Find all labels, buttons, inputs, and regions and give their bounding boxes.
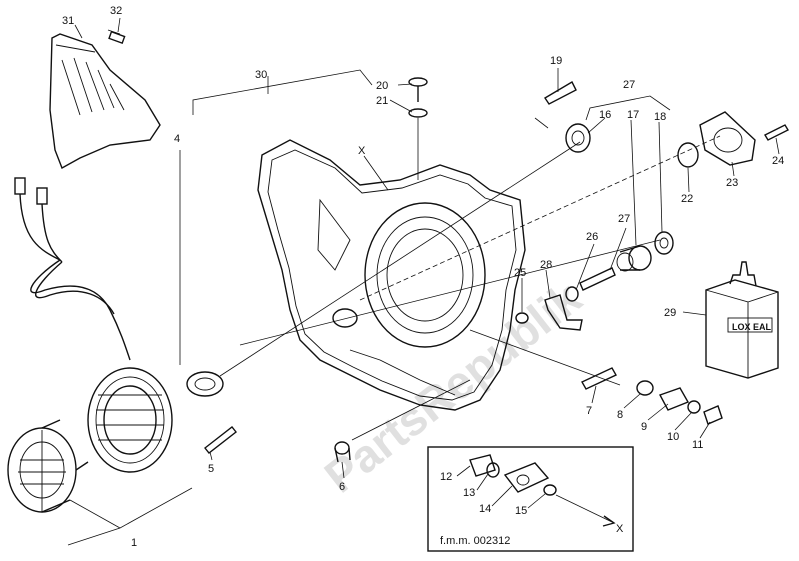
label-27-mid: 27 [618, 213, 630, 225]
part-31-cover [49, 33, 161, 170]
label-15: 15 [515, 505, 527, 517]
label-22: 22 [681, 193, 693, 205]
label-7: 7 [586, 405, 592, 417]
part-20-screw [408, 77, 428, 102]
part-18-bearing [654, 231, 674, 255]
bracket-1 [67, 487, 193, 546]
label-28: 28 [540, 259, 552, 271]
label-19: 19 [550, 55, 562, 67]
part-21-washer [408, 108, 428, 118]
label-10: 10 [667, 431, 679, 443]
label-24: 24 [772, 155, 784, 167]
part-22-oring [677, 142, 699, 168]
part-10-washer [687, 400, 701, 414]
bracket-27 [534, 95, 671, 129]
inset-box: f.m.m. 002312 X [427, 446, 634, 552]
label-13: 13 [463, 487, 475, 499]
bracket-30 [192, 69, 373, 115]
inset-arrow-label: X [616, 523, 624, 535]
label-4: 4 [174, 133, 180, 145]
part-24-screw [764, 124, 789, 141]
part-23-plate [699, 111, 756, 166]
label-32: 32 [110, 5, 122, 17]
inset-code: f.m.m. 002312 [440, 535, 510, 547]
label-31: 31 [62, 15, 74, 27]
label-16: 16 [599, 109, 611, 121]
part-29-sealant: LOX EAL [705, 261, 779, 379]
part-16-bush [565, 123, 591, 153]
label-11: 11 [692, 439, 703, 451]
part-32-screw [107, 29, 126, 45]
label-29: 29 [664, 307, 676, 319]
part-4-bearing [186, 371, 224, 397]
part-28-bracket [544, 294, 583, 331]
part-6-bush [334, 441, 351, 463]
sealant-brand-label: LOX EAL [732, 322, 772, 332]
label-18: 18 [654, 111, 666, 123]
label-x-main: X [358, 145, 366, 157]
part-17-seal [616, 245, 652, 272]
label-25: 25 [514, 267, 526, 279]
label-20: 20 [376, 80, 388, 92]
label-26: 26 [586, 231, 598, 243]
callout-leaders [74, 17, 780, 509]
label-21: 21 [376, 95, 388, 107]
callout-labels: 31 32 30 20 21 X 4 19 27 16 17 18 22 23 … [62, 5, 784, 549]
part-5-screw [204, 426, 237, 454]
label-1: 1 [131, 537, 137, 549]
part-19-screw [544, 81, 577, 105]
part-8-washer [636, 380, 654, 396]
bracket-1b [69, 499, 121, 529]
label-23: 23 [726, 177, 738, 189]
label-8: 8 [617, 409, 623, 421]
label-9: 9 [641, 421, 647, 433]
label-17: 17 [627, 109, 639, 121]
wiring-harness [14, 177, 131, 361]
label-14: 14 [479, 503, 491, 515]
part-30-crankcase-cover [257, 139, 526, 411]
part-1-alternator [7, 367, 173, 513]
label-27-top: 27 [623, 79, 635, 91]
part-26-screw [565, 267, 616, 302]
part-11-plug [703, 405, 723, 425]
part-25-bush [515, 312, 529, 324]
label-6: 6 [339, 481, 345, 493]
part-7-screw [581, 367, 617, 390]
part-9-plug [658, 387, 690, 411]
label-5: 5 [208, 463, 214, 475]
label-30: 30 [255, 69, 267, 81]
label-12: 12 [440, 471, 452, 483]
